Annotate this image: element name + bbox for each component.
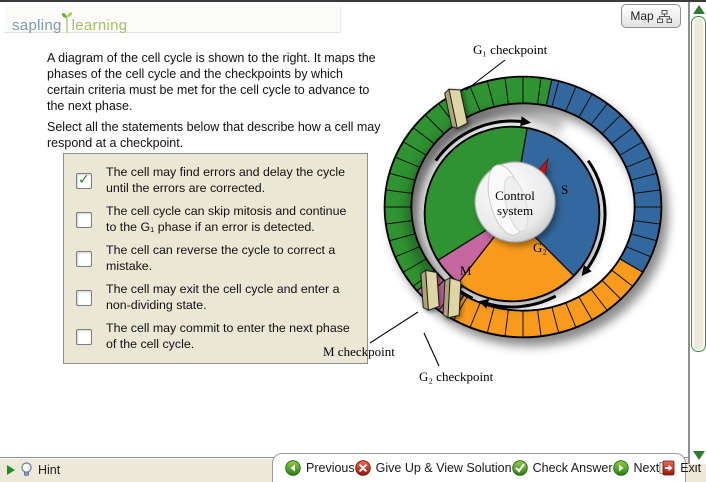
scroll-up-arrow[interactable] bbox=[693, 5, 705, 14]
sitemap-icon bbox=[656, 9, 672, 23]
exit-door-icon bbox=[659, 460, 675, 476]
vertical-scrollbar bbox=[688, 2, 706, 464]
option-checkbox-0[interactable] bbox=[76, 171, 92, 189]
previous-label: Previous bbox=[306, 461, 355, 475]
exit-button[interactable]: Exit bbox=[659, 460, 701, 476]
lightbulb-icon bbox=[21, 462, 32, 476]
scroll-down-arrow[interactable] bbox=[693, 451, 705, 460]
header-band bbox=[4, 5, 341, 33]
sprout-icon bbox=[61, 12, 72, 33]
option-row-2[interactable]: The cell can reverse the cycle to correc… bbox=[76, 239, 359, 278]
option-checkbox-2[interactable] bbox=[76, 250, 92, 267]
logo-text-sapling: sapling bbox=[12, 17, 62, 34]
option-checkbox-1[interactable] bbox=[76, 211, 92, 228]
check-answer-button[interactable]: Check Answer bbox=[511, 460, 613, 476]
gap-inner-shadow bbox=[406, 108, 565, 283]
answer-options-panel: The cell may find errors and delay the c… bbox=[63, 153, 368, 364]
pie-label-g2: G₂ bbox=[533, 240, 547, 255]
previous-button[interactable]: Previous bbox=[285, 460, 355, 476]
map-button-label: Map bbox=[630, 9, 654, 23]
cell-cycle-diagram: G₁ S G₂ M Control system bbox=[323, 42, 663, 384]
option-label-3: The cell may exit the cell cycle and ent… bbox=[106, 282, 340, 312]
question-prompt: Select all the statements below that des… bbox=[47, 120, 381, 150]
g2-checkpoint-label: G₂ checkpoint bbox=[419, 369, 494, 384]
sapling-learning-logo: sapling learning bbox=[12, 11, 127, 34]
check-circle-icon bbox=[511, 460, 528, 476]
check-answer-label: Check Answer bbox=[532, 461, 613, 475]
g1-checkpoint-label: G₁ checkpoint bbox=[473, 42, 548, 57]
cycle-direction-arrows bbox=[434, 119, 607, 309]
option-checkbox-3[interactable] bbox=[76, 289, 92, 306]
next-arrow-icon bbox=[612, 460, 629, 476]
option-label-4: The cell may commit to enter the next ph… bbox=[106, 321, 350, 351]
map-button[interactable]: Map bbox=[621, 4, 681, 28]
m-checkpoint-gate bbox=[420, 269, 440, 312]
previous-arrow-icon bbox=[285, 460, 301, 476]
pie-label-m: M bbox=[460, 263, 472, 278]
option-row-3[interactable]: The cell may exit the cell cycle and ent… bbox=[76, 278, 359, 317]
option-row-0[interactable]: The cell may find errors and delay the c… bbox=[76, 161, 359, 200]
knob-label-line1: Control bbox=[495, 188, 535, 203]
m-checkpoint-label: M checkpoint bbox=[323, 344, 395, 359]
g1-checkpoint-gate bbox=[444, 88, 468, 130]
ring-inner-outline bbox=[410, 102, 636, 312]
option-row-4[interactable]: The cell may commit to enter the next ph… bbox=[76, 317, 359, 356]
next-button[interactable]: Next bbox=[612, 460, 660, 476]
pie-label-s: S bbox=[561, 182, 568, 197]
ring-outer-outline bbox=[383, 75, 663, 339]
scrollbar-thumb[interactable] bbox=[691, 16, 706, 352]
give-up-button[interactable]: Give Up & View Solution bbox=[354, 460, 512, 476]
cell-cycle-outer-ring bbox=[383, 75, 663, 339]
hint-expand-arrow-icon bbox=[7, 464, 15, 475]
option-row-1[interactable]: The cell cycle can skip mitosis and cont… bbox=[76, 200, 359, 239]
give-up-x-icon bbox=[354, 460, 371, 476]
option-label-1: The cell cycle can skip mitosis and cont… bbox=[106, 204, 347, 234]
navigation-toolbar: Previous Give Up & View Solution Check A… bbox=[272, 453, 701, 482]
logo-text-learning: learning bbox=[71, 17, 128, 34]
knob-label-line2: system bbox=[497, 203, 533, 218]
give-up-label: Give Up & View Solution bbox=[375, 461, 512, 475]
option-label-2: The cell can reverse the cycle to correc… bbox=[106, 243, 336, 273]
option-checkbox-4[interactable] bbox=[76, 328, 92, 345]
question-intro: A diagram of the cell cycle is shown to … bbox=[47, 51, 376, 113]
g2-checkpoint-gate bbox=[442, 276, 462, 319]
exit-label: Exit bbox=[680, 461, 702, 475]
control-system-knob: Control system bbox=[474, 157, 556, 243]
pie-outline bbox=[423, 125, 601, 303]
hint-label: Hint bbox=[38, 462, 61, 477]
checkpoint-leader-lines bbox=[369, 59, 506, 367]
next-label: Next bbox=[633, 461, 660, 475]
hint-button[interactable]: Hint bbox=[7, 462, 60, 477]
cell-cycle-phase-pie bbox=[423, 125, 601, 303]
ring-tick-marks bbox=[385, 77, 661, 337]
option-label-0: The cell may find errors and delay the c… bbox=[106, 165, 345, 195]
